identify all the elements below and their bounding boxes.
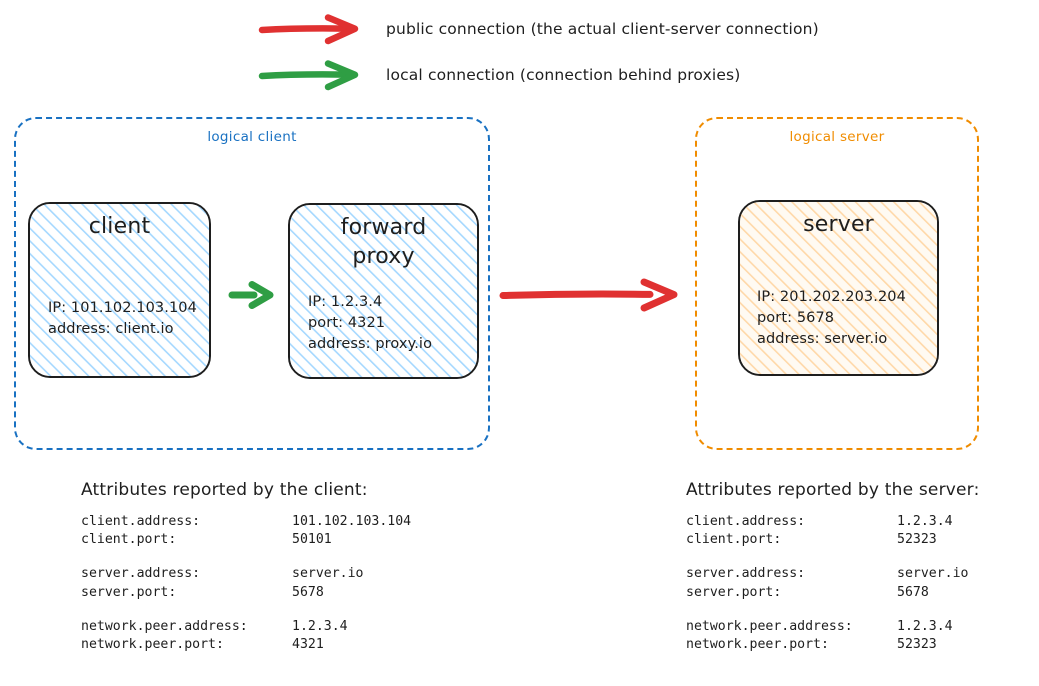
- attribute-key: network.peer.port:: [81, 637, 224, 653]
- attribute-row: server.address: server.io: [686, 565, 968, 583]
- attribute-key: network.peer.port:: [686, 637, 829, 653]
- attribute-key: server.port:: [81, 584, 177, 600]
- attribute-row-spacer: [686, 549, 968, 565]
- node-proxy-properties: IP: 1.2.3.4 port: 4321 address: proxy.io: [290, 292, 477, 377]
- node-server-prop-ip: IP: 201.202.203.204: [757, 288, 906, 305]
- client-attributes-heading: Attributes reported by the client:: [81, 480, 368, 500]
- node-client-prop-address: address: client.io: [48, 320, 174, 337]
- attribute-row: client.address: 1.2.3.4: [686, 513, 968, 531]
- attribute-row: client.address: 101.102.103.104: [81, 513, 411, 531]
- server-hatch-pattern: [740, 202, 937, 374]
- proxy-hatch-pattern: [290, 205, 477, 377]
- legend-label-public: public connection (the actual client-ser…: [386, 20, 819, 38]
- attribute-row: client.port: 50101: [81, 531, 411, 549]
- attribute-value: 52323: [897, 532, 937, 548]
- legend-label-local: local connection (connection behind prox…: [386, 66, 741, 84]
- attribute-spacer-cell: [81, 549, 411, 565]
- attribute-key: client.port:: [81, 532, 177, 548]
- attribute-key: server.address:: [686, 566, 806, 582]
- attribute-value: server.io: [897, 566, 969, 582]
- attribute-key: server.port:: [686, 584, 782, 600]
- attribute-row-spacer: [686, 602, 968, 618]
- attribute-value: 5678: [897, 584, 929, 600]
- attribute-value: 1.2.3.4: [292, 618, 348, 634]
- attribute-row: network.peer.address: 1.2.3.4: [686, 618, 968, 636]
- node-forward-proxy[interactable]: forward proxy IP: 1.2.3.4 port: 4321 add…: [288, 203, 479, 379]
- attribute-value: 4321: [292, 637, 324, 653]
- logical-client-label: logical client: [207, 129, 297, 145]
- green-arrow-icon: [228, 281, 274, 309]
- legend-item-public: public connection (the actual client-ser…: [258, 12, 819, 46]
- node-server-prop-port: port: 5678: [757, 309, 835, 326]
- attribute-key: client.port:: [686, 532, 782, 548]
- attribute-row: client.port: 52323: [686, 531, 968, 549]
- attribute-row: network.peer.address: 1.2.3.4: [81, 618, 411, 636]
- attribute-key: server.address:: [81, 566, 201, 582]
- arrow-client-to-proxy: [228, 278, 278, 316]
- logical-server-group: logical server: [695, 117, 979, 450]
- attribute-row: network.peer.port: 4321: [81, 636, 411, 654]
- logical-server-label: logical server: [789, 129, 885, 145]
- node-server[interactable]: server IP: 201.202.203.204 port: 5678 ad…: [738, 200, 939, 376]
- client-hatch-pattern: [30, 204, 209, 376]
- node-client-properties: IP: 101.102.103.104 address: client.io: [30, 298, 209, 376]
- legend-item-local: local connection (connection behind prox…: [258, 58, 740, 92]
- attribute-value: 52323: [897, 637, 937, 653]
- server-attributes-table: client.address: 1.2.3.4 client.port: 52323 s…: [686, 513, 968, 654]
- attribute-value: server.io: [292, 566, 364, 582]
- attribute-value: 101.102.103.104: [292, 514, 412, 529]
- node-server-properties: IP: 201.202.203.204 port: 5678 address: …: [740, 287, 937, 374]
- attribute-key: network.peer.address:: [81, 618, 248, 634]
- server-attributes-rows: client.address: 1.2.3.4 client.port: 52323 s…: [686, 513, 968, 654]
- attribute-row: server.port: 5678: [81, 584, 411, 602]
- red-arrow-icon: [258, 12, 368, 46]
- logical-client-group: logical client: [14, 117, 490, 450]
- attribute-row-spacer: [81, 549, 411, 565]
- node-proxy-title-line1: forward: [340, 215, 427, 240]
- arrow-proxy-to-server: [498, 275, 688, 319]
- green-arrow-icon: [258, 58, 368, 92]
- attribute-key: client.address:: [81, 514, 201, 529]
- attribute-row: server.port: 5678: [686, 584, 968, 602]
- attribute-value: 50101: [292, 532, 332, 548]
- node-proxy-prop-address: address: proxy.io: [308, 335, 433, 352]
- node-client[interactable]: client IP: 101.102.103.104 address: clie…: [28, 202, 211, 378]
- node-server-prop-address: address: server.io: [757, 330, 888, 347]
- attribute-row: network.peer.port: 52323: [686, 636, 968, 654]
- attribute-key: client.address:: [686, 514, 806, 529]
- node-server-title: server: [803, 212, 874, 237]
- client-attributes-panel: Attributes reported by the client: clien…: [81, 480, 411, 654]
- server-attributes-panel: Attributes reported by the server: clien…: [686, 480, 980, 654]
- attribute-value: 1.2.3.4: [897, 618, 953, 634]
- attribute-key: network.peer.address:: [686, 618, 853, 634]
- node-client-title: client: [88, 214, 151, 239]
- attribute-value: 1.2.3.4: [897, 514, 953, 529]
- client-attributes-table: client.address: 101.102.103.104 client.por…: [81, 513, 411, 654]
- node-proxy-prop-ip: IP: 1.2.3.4: [308, 293, 383, 310]
- client-attributes-rows: client.address: 101.102.103.104 client.por…: [81, 513, 411, 654]
- attribute-spacer-cell: [686, 602, 968, 618]
- attribute-spacer-cell: [81, 602, 411, 618]
- node-client-prop-ip: IP: 101.102.103.104: [48, 299, 197, 316]
- attribute-spacer-cell: [686, 549, 968, 565]
- server-attributes-heading: Attributes reported by the server:: [686, 480, 980, 500]
- red-arrow-icon: [499, 278, 678, 312]
- attribute-row-spacer: [81, 602, 411, 618]
- node-proxy-prop-port: port: 4321: [308, 314, 386, 331]
- attribute-row: server.address: server.io: [81, 565, 411, 583]
- attribute-value: 5678: [292, 584, 324, 600]
- node-proxy-title-line2: proxy: [352, 243, 415, 269]
